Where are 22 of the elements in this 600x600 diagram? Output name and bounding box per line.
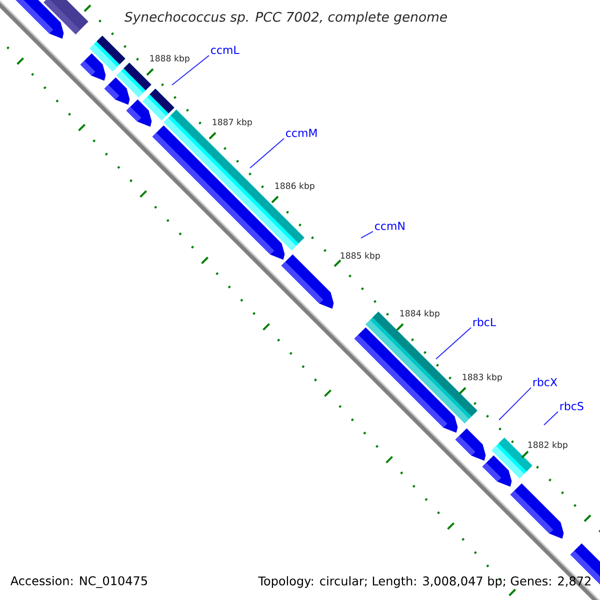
gene-label: ccmN: [375, 222, 404, 230]
gene-label: rbcS: [560, 402, 584, 410]
gene-label: ccmL: [211, 46, 240, 54]
leader-line: [360, 231, 374, 238]
gene-label: rbcL: [473, 318, 496, 326]
footer-text: Accession: NC_010475: [10, 576, 147, 588]
position-label: 1883 kbp: [462, 374, 502, 382]
leader-line: [544, 411, 558, 426]
title: Synechococcus sp. PCC 7002, complete genome: [124, 12, 447, 24]
position-label: 1885 kbp: [340, 252, 380, 260]
gene-label: ccmM: [286, 128, 317, 138]
position-label: 1886 kbp: [275, 182, 314, 191]
gene-label: rbcX: [533, 378, 558, 386]
position-label: 1882 kbp: [528, 441, 568, 450]
leader-line: [498, 387, 532, 420]
leader-line: [436, 327, 472, 360]
position-label: 1884 kbp: [400, 310, 440, 318]
footer-text: Topology: circular; Length: 3,008,047 bp; Genes: 2,872: [258, 576, 590, 588]
leader-line: [250, 138, 284, 168]
position-label: 1887 kbp: [212, 118, 252, 127]
position-label: 1888 kbp: [150, 54, 190, 64]
leader-line: [172, 55, 210, 86]
